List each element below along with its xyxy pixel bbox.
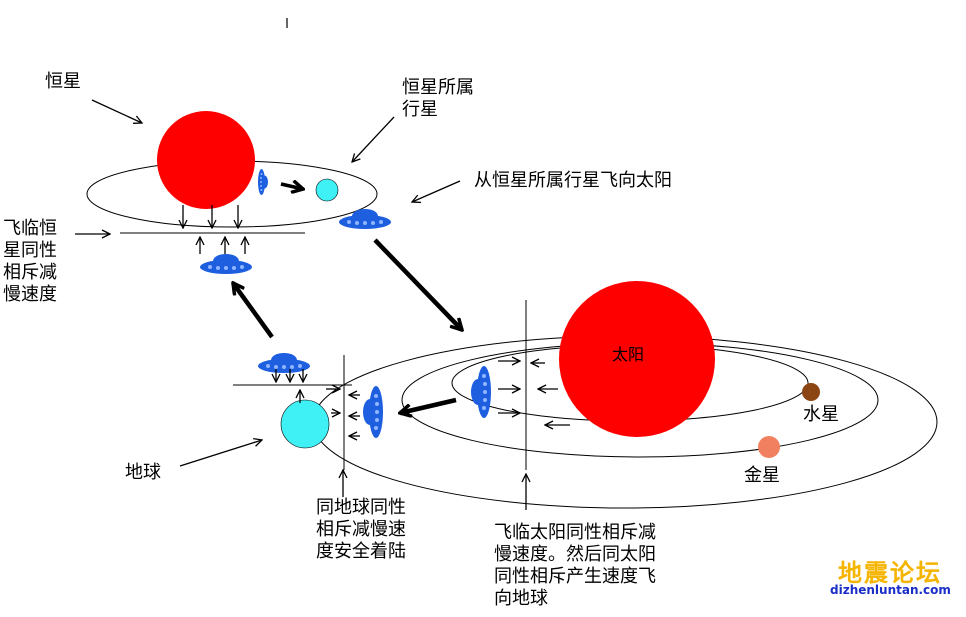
star (157, 111, 255, 209)
ufo-near-sun (471, 366, 491, 418)
ufo-beside-earth (363, 386, 383, 438)
watermark-site-url: dizhenluntan.com (830, 583, 951, 597)
star-planet-pointer (352, 116, 395, 162)
label-mercury: 水星 (803, 404, 839, 425)
label-star: 恒星 (45, 71, 81, 92)
fly-to-sun-pointer (412, 180, 461, 202)
ufo-leaving-planet (339, 209, 391, 229)
mercury (802, 383, 820, 401)
path-arrow-to-earth (400, 397, 457, 413)
ufo-near-star (200, 254, 252, 274)
sun (559, 281, 715, 437)
earth-pointer (179, 440, 262, 467)
ufo-above-earth (258, 353, 310, 373)
venus (758, 436, 780, 458)
watermark-site-cn: 地震论坛 (838, 558, 942, 587)
label-earth: 地球 (125, 462, 161, 483)
star-planet (315, 178, 339, 202)
earth (280, 399, 330, 449)
label-venus: 金星 (744, 465, 780, 486)
label-sun: 太阳 (612, 345, 645, 364)
label-star-planet: 恒星所属 行星 (402, 77, 474, 120)
label-fly-to-sun: 从恒星所属行星飞向太阳 (474, 170, 672, 191)
label-approach-sun: 飞临太阳同性相斥减 慢速度。然后同太阳 同性相斥产生速度飞 向地球 (494, 522, 656, 609)
ufo-departing (258, 169, 268, 195)
ufo-to-planet-arrow (280, 184, 303, 189)
label-approach-star: 飞临恒 星同性 相斥减 慢速度 (3, 218, 57, 305)
path-arrow-to-star (233, 283, 274, 339)
label-land-earth: 同地球同性 相斥减慢速 度安全着陆 (316, 497, 406, 562)
star-pointer (91, 99, 142, 123)
path-arrow-to-sun (373, 238, 462, 330)
